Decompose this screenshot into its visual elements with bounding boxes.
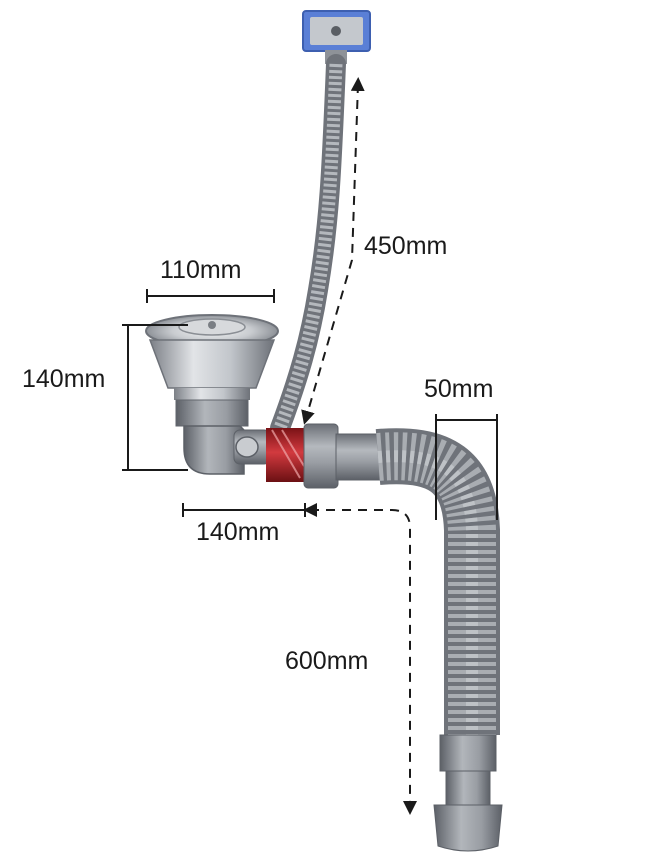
strainer-width-label: 110mm — [160, 256, 242, 284]
connector-length-label: 140mm — [196, 518, 280, 546]
dimension-lines — [122, 77, 498, 815]
drain-hose-length-label: 600mm — [285, 647, 369, 675]
overflow-hose-length-label: 450mm — [364, 232, 448, 260]
overflow-hose — [270, 54, 346, 438]
strainer-height-label: 140mm — [22, 365, 106, 393]
drain-hose — [375, 428, 503, 852]
overflow-plate — [302, 10, 371, 64]
drain-diameter-label: 50mm — [424, 375, 494, 403]
sink-strainer — [145, 314, 279, 475]
connector-pipe — [233, 423, 381, 489]
